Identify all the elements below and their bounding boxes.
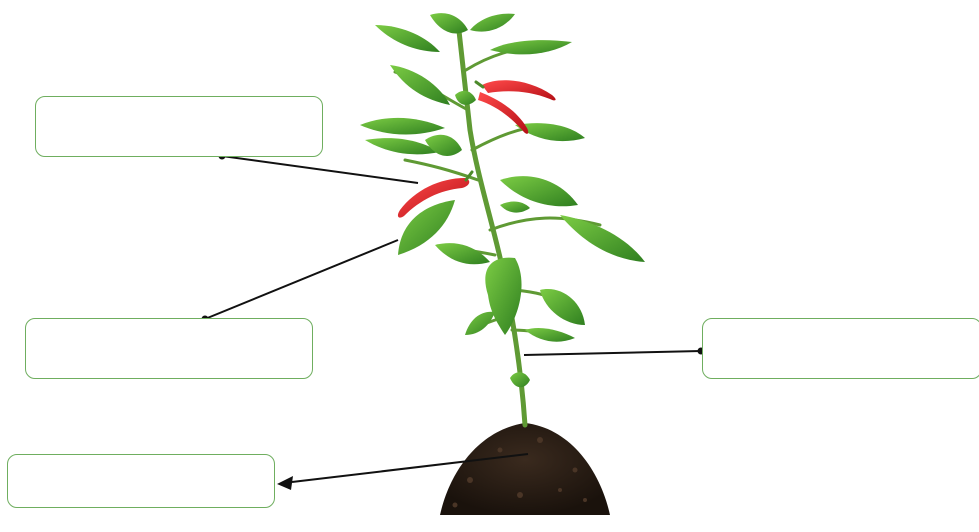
pepper-top-1 bbox=[482, 80, 556, 101]
chili-peppers bbox=[397, 80, 556, 218]
soil-texture bbox=[452, 437, 587, 508]
main-stem bbox=[455, 19, 528, 428]
leader-line-stem bbox=[523, 350, 702, 356]
leader-lines bbox=[204, 155, 702, 483]
plant-illustration bbox=[360, 13, 645, 515]
leader-arrow-root bbox=[277, 476, 293, 490]
pepper-top-2 bbox=[478, 92, 529, 134]
label-box-leaf[interactable] bbox=[25, 318, 313, 379]
pepper-stems bbox=[464, 80, 485, 182]
leader-line-leaf bbox=[204, 239, 399, 320]
label-box-fruit[interactable] bbox=[35, 96, 323, 157]
label-box-stem[interactable] bbox=[702, 318, 979, 379]
leader-line-root bbox=[291, 453, 529, 483]
leaves bbox=[360, 13, 645, 388]
leader-line-fruit bbox=[221, 155, 419, 184]
label-box-root[interactable] bbox=[7, 454, 275, 508]
pepper-left bbox=[397, 178, 470, 218]
soil-mound bbox=[440, 423, 610, 515]
